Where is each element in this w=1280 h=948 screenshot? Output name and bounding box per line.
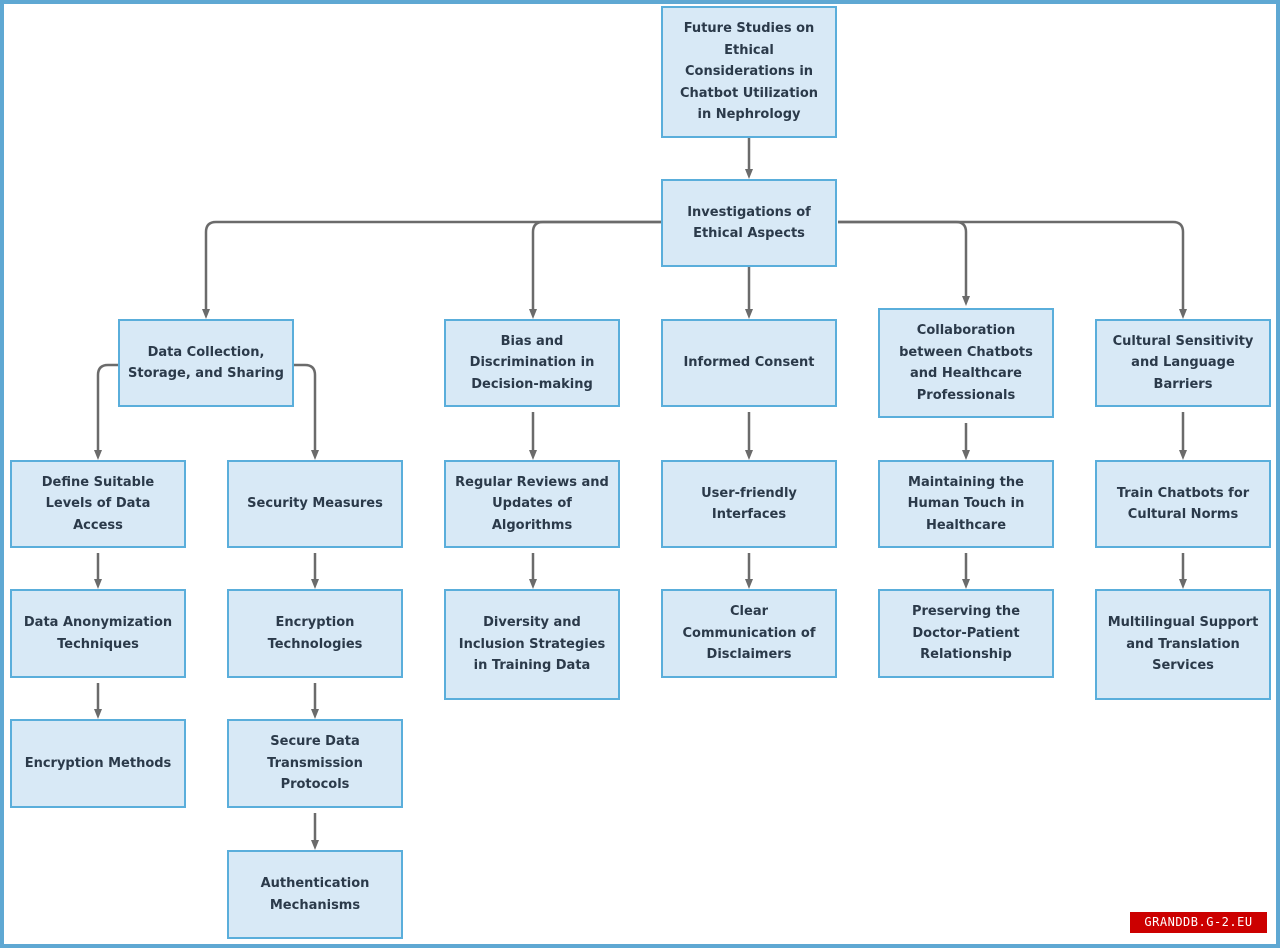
connector-layer [94, 138, 1187, 850]
node-doctor-patient: Preserving the Doctor-Patient Relationsh… [878, 589, 1054, 678]
arrow-investigations-collaboration [838, 220, 970, 306]
node-train-chatbots: Train Chatbots for Cultural Norms [1095, 460, 1271, 548]
node-data-collection: Data Collection, Storage, and Sharing [118, 319, 294, 407]
node-encryption-methods: Encryption Methods [10, 719, 186, 808]
arrow-investigations-bias [529, 220, 661, 319]
node-collaboration: Collaboration between Chatbots and Healt… [878, 308, 1054, 418]
node-security-measures: Security Measures [227, 460, 403, 548]
node-cultural: Cultural Sensitivity and Language Barrie… [1095, 319, 1271, 407]
node-bias: Bias and Discrimination in Decision-maki… [444, 319, 620, 407]
node-human-touch: Maintaining the Human Touch in Healthcar… [878, 460, 1054, 548]
node-root: Future Studies on Ethical Considerations… [661, 6, 837, 138]
node-disclaimers: Clear Communication of Disclaimers [661, 589, 837, 678]
watermark-badge: GRANDDB.G-2.EU [1129, 911, 1268, 934]
node-encryption-tech: Encryption Technologies [227, 589, 403, 678]
arrow-investigations-data-collection [202, 220, 661, 319]
node-regular-reviews: Regular Reviews and Updates of Algorithm… [444, 460, 620, 548]
arrow-investigations-cultural [838, 220, 1187, 319]
node-informed-consent: Informed Consent [661, 319, 837, 407]
node-user-friendly: User-friendly Interfaces [661, 460, 837, 548]
node-multilingual: Multilingual Support and Translation Ser… [1095, 589, 1271, 700]
arrow-data-collection-define-levels [94, 363, 118, 460]
node-anonymization: Data Anonymization Techniques [10, 589, 186, 678]
node-secure-transmission: Secure Data Transmission Protocols [227, 719, 403, 808]
node-authentication: Authentication Mechanisms [227, 850, 403, 939]
arrow-data-collection-security [294, 363, 319, 460]
node-investigations: Investigations of Ethical Aspects [661, 179, 837, 267]
node-define-levels: Define Suitable Levels of Data Access [10, 460, 186, 548]
node-diversity: Diversity and Inclusion Strategies in Tr… [444, 589, 620, 700]
